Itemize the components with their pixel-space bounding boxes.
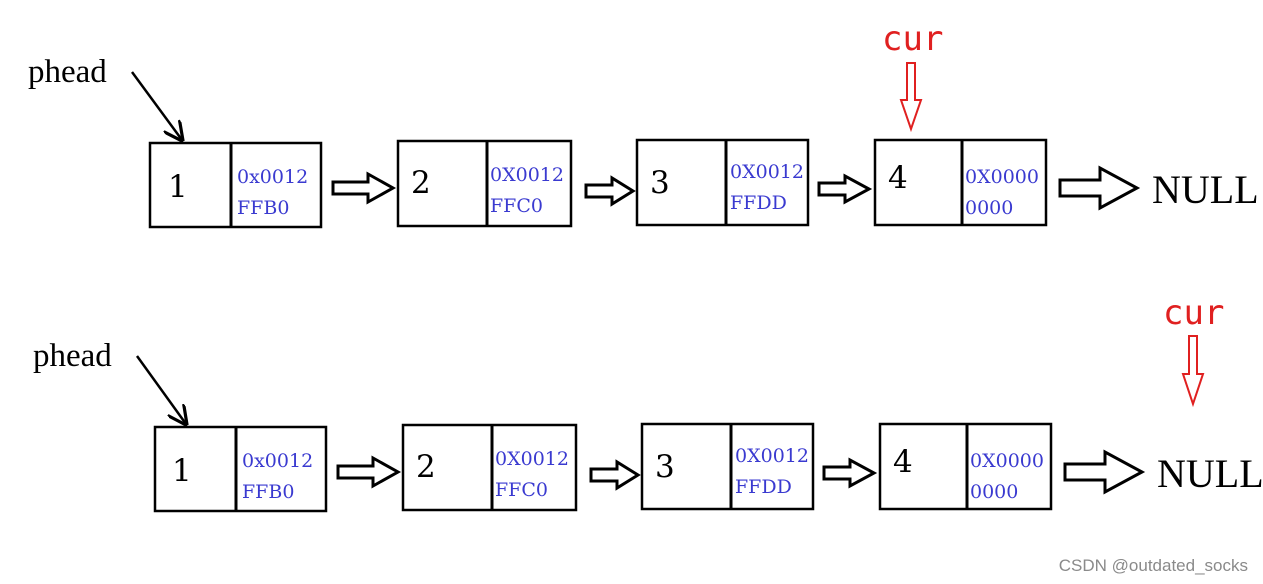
list-node: 3 0X0012 FFDD: [640, 422, 815, 511]
node-value: 2: [411, 165, 431, 201]
node-box: [153, 425, 328, 513]
node-next-address-line1: 0X0012: [730, 161, 804, 183]
list-node: 3 0X0012 FFDD: [635, 138, 810, 227]
node-value: 4: [893, 444, 913, 480]
list-node: 1 0x0012 FFB0: [148, 141, 323, 229]
node-box: [635, 138, 810, 227]
node-next-address-line1: 0X0000: [965, 166, 1039, 188]
node-next-address-line2: 0000: [965, 197, 1013, 219]
node-next-address-line1: 0X0012: [735, 445, 809, 467]
node-box: [640, 422, 815, 511]
node-box: [148, 141, 323, 229]
list-row-1: phead cur 1 0x0012 FFB0 2 0X0012 FFC0 3 …: [28, 19, 1259, 229]
node-next-address-line2: FFB0: [237, 197, 289, 219]
list-node: 2 0X0012 FFC0: [396, 139, 573, 228]
watermark: CSDN @outdated_socks: [1058, 556, 1248, 575]
node-value: 4: [888, 160, 908, 196]
node-value: 2: [416, 449, 436, 485]
list-node: 4 0X0000 0000: [878, 422, 1053, 511]
node-next-address-line2: 0000: [970, 481, 1018, 503]
node-box: [401, 423, 578, 512]
next-link-arrow: [336, 455, 402, 489]
node-value: 3: [650, 165, 670, 201]
node-next-address-line1: 0X0012: [495, 448, 569, 470]
node-next-address-line1: 0X0012: [490, 164, 564, 186]
list-node: 2 0X0012 FFC0: [401, 423, 578, 512]
node-next-address-line2: FFB0: [242, 481, 294, 503]
next-link-arrow: [817, 173, 873, 205]
cur-label: cur: [882, 19, 943, 59]
list-node: 4 0X0000 0000: [873, 138, 1048, 227]
node-next-address-line2: FFDD: [735, 476, 792, 498]
next-link-arrow: [822, 457, 878, 489]
node-next-address-line2: FFDD: [730, 192, 787, 214]
phead-pointer-arrow: [135, 355, 186, 424]
next-link-arrow: [1058, 165, 1141, 211]
node-next-address-line1: 0x0012: [242, 450, 313, 472]
next-link-arrow: [331, 171, 397, 205]
node-box: [396, 139, 573, 228]
node-next-address-line2: FFC0: [495, 479, 548, 501]
null-terminator: NULL: [1157, 451, 1263, 496]
cur-pointer-arrow: [899, 62, 923, 133]
null-terminator: NULL: [1152, 167, 1259, 212]
next-link-arrow: [589, 459, 641, 491]
list-node: 1 0x0012 FFB0: [153, 425, 328, 513]
phead-label: phead: [28, 54, 107, 90]
list-row-2: phead cur 1 0x0012 FFB0 2 0X0012 FFC0 3 …: [33, 293, 1263, 513]
node-value: 1: [172, 453, 192, 489]
cur-pointer-arrow: [1181, 335, 1205, 408]
cur-label: cur: [1163, 293, 1224, 333]
node-next-address-line2: FFC0: [490, 195, 543, 217]
next-link-arrow: [1063, 449, 1146, 495]
phead-label: phead: [33, 338, 112, 374]
node-value: 3: [655, 449, 675, 485]
phead-pointer-arrow: [130, 71, 182, 140]
node-next-address-line1: 0x0012: [237, 166, 308, 188]
node-value: 1: [168, 169, 188, 205]
next-link-arrow: [584, 175, 636, 207]
node-next-address-line1: 0X0000: [970, 450, 1044, 472]
